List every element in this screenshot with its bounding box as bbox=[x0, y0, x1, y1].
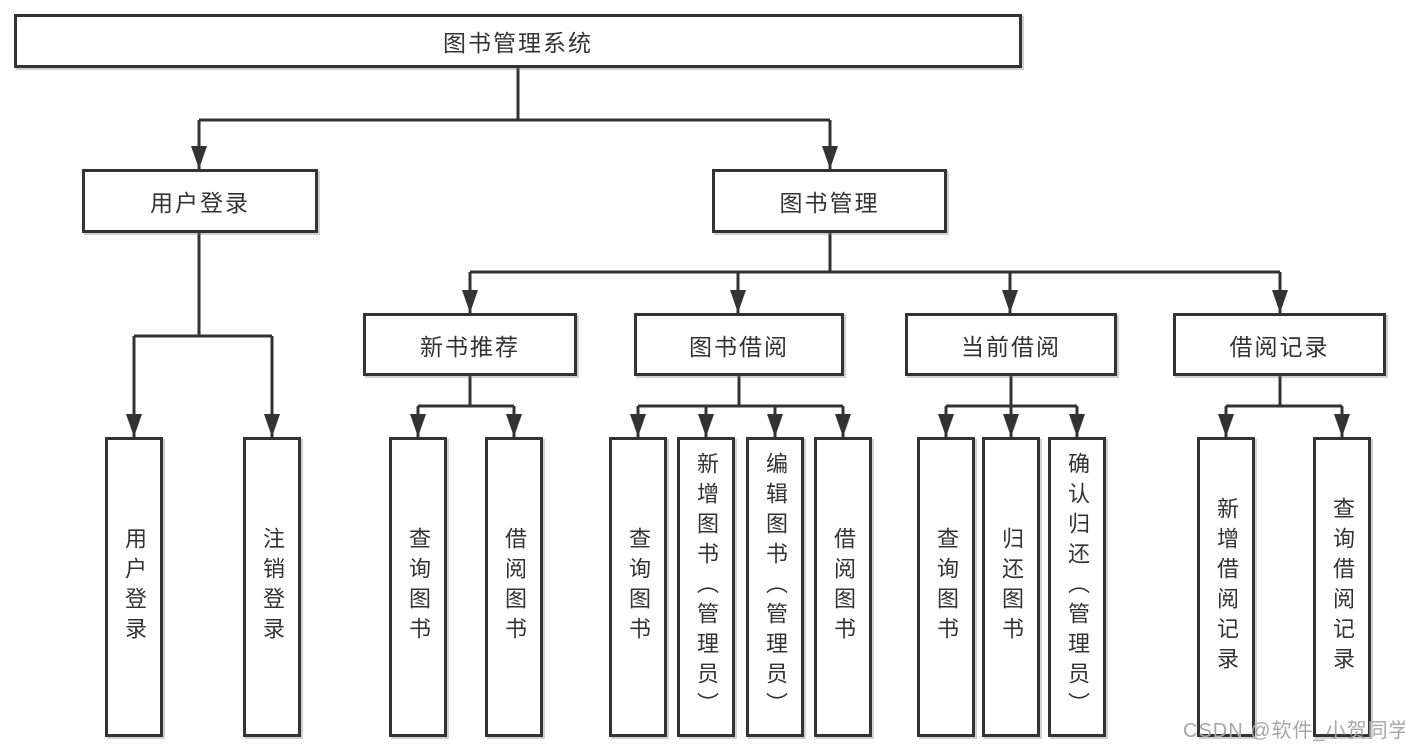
leaf-add-books-admin: 新增图书（管理员） bbox=[677, 437, 735, 737]
leaf-query-borrow-record: 查询借阅记录 bbox=[1313, 437, 1371, 737]
leaf-query-books-borrow: 查询图书 bbox=[609, 437, 667, 737]
leaf-label: 确认归还（管理员） bbox=[1065, 452, 1090, 722]
node-current-borrow: 当前借阅 bbox=[905, 313, 1117, 376]
node-label: 图书借阅 bbox=[689, 333, 789, 360]
leaf-label: 新增图书（管理员） bbox=[694, 452, 719, 722]
leaf-borrow-books: 借阅图书 bbox=[814, 437, 872, 737]
node-label: 当前借阅 bbox=[961, 333, 1061, 360]
leaf-confirm-return-admin: 确认归还（管理员） bbox=[1048, 437, 1106, 737]
node-book-borrow: 图书借阅 bbox=[634, 313, 844, 376]
node-label: 图书管理系统 bbox=[443, 30, 593, 56]
leaf-label: 查询图书 bbox=[406, 527, 431, 647]
node-user-login: 用户登录 bbox=[82, 169, 318, 233]
leaf-label: 用户登录 bbox=[122, 527, 147, 647]
node-label: 用户登录 bbox=[150, 190, 250, 216]
leaf-add-borrow-record: 新增借阅记录 bbox=[1197, 437, 1255, 737]
leaf-borrow-books-recommend: 借阅图书 bbox=[485, 437, 543, 737]
leaf-label: 查询图书 bbox=[626, 527, 651, 647]
node-label: 新书推荐 bbox=[420, 333, 520, 360]
leaf-label: 归还图书 bbox=[999, 527, 1024, 647]
leaf-edit-books-admin: 编辑图书（管理员） bbox=[746, 437, 804, 737]
leaf-label: 查询借阅记录 bbox=[1330, 497, 1355, 677]
leaf-label: 注销登录 bbox=[260, 527, 285, 647]
node-label: 借阅记录 bbox=[1229, 333, 1330, 360]
leaf-label: 借阅图书 bbox=[831, 527, 856, 647]
leaf-return-books: 归还图书 bbox=[982, 437, 1040, 737]
leaf-query-books-current: 查询图书 bbox=[917, 437, 975, 737]
csdn-watermark: CSDN @软件_小贺同学 bbox=[1183, 720, 1405, 742]
leaf-label: 新增借阅记录 bbox=[1214, 497, 1239, 677]
leaf-logout: 注销登录 bbox=[243, 437, 301, 737]
node-borrow-records: 借阅记录 bbox=[1173, 313, 1386, 376]
leaf-label: 借阅图书 bbox=[502, 527, 527, 647]
node-root-system: 图书管理系统 bbox=[14, 14, 1022, 68]
leaf-label: 编辑图书（管理员） bbox=[763, 452, 788, 722]
leaf-label: 查询图书 bbox=[934, 527, 959, 647]
leaf-query-books-recommend: 查询图书 bbox=[389, 437, 447, 737]
node-label: 图书管理 bbox=[779, 190, 880, 216]
node-new-book-recommend: 新书推荐 bbox=[363, 313, 577, 376]
leaf-user-login: 用户登录 bbox=[105, 437, 163, 737]
node-book-management: 图书管理 bbox=[712, 169, 947, 233]
